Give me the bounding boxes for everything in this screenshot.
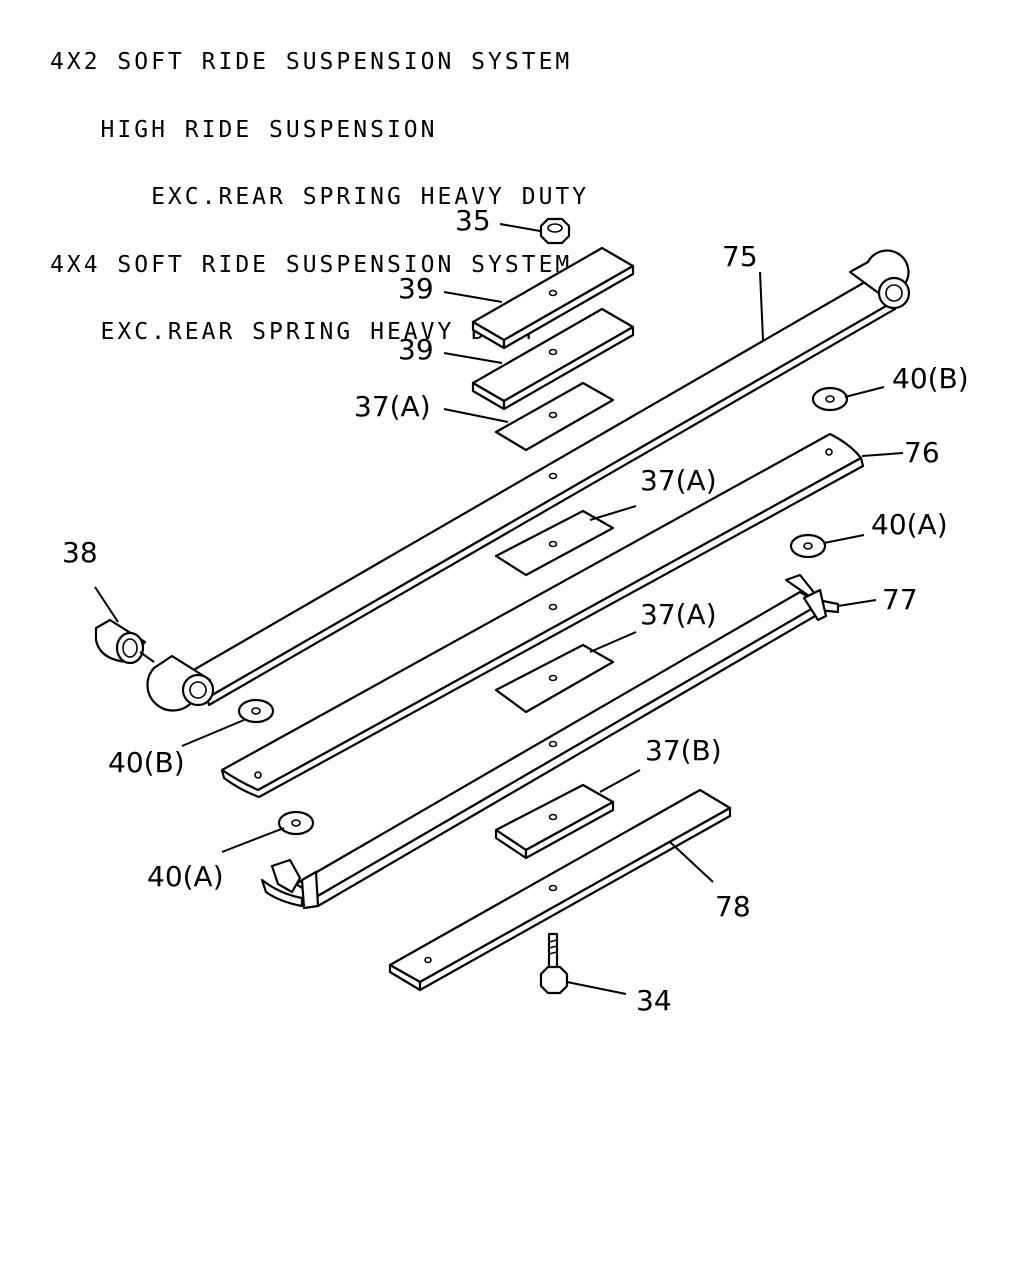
callout-76: 76: [904, 436, 940, 469]
callout-38: 38: [62, 536, 98, 569]
callout-77: 77: [882, 583, 918, 616]
callout-labels: 35 39 39 37(A) 75 40(B) 76 37(A) 40(A) 3…: [62, 204, 969, 1017]
callout-35: 35: [455, 204, 491, 237]
heading-line-3: EXC.REAR SPRING HEAVY DUTY: [50, 184, 590, 210]
part-37a-pad-lower: [494, 643, 615, 714]
leader-lines: [94, 223, 904, 995]
part-78-bottom-leaf: [388, 788, 732, 992]
part-40b-washer-right: [811, 386, 849, 412]
heading-line-4: 4X4 SOFT RIDE SUSPENSION SYSTEM: [50, 251, 573, 278]
callout-39-lower: 39: [398, 333, 434, 366]
callout-75: 75: [722, 240, 758, 273]
part-34-center-bolt: [539, 932, 569, 995]
part-40a-washer-left: [277, 810, 315, 836]
heading-line-2: HIGH RIDE SUSPENSION: [50, 116, 438, 143]
part-40a-washer-right: [789, 533, 827, 559]
diagram-heading: 4X2 SOFT RIDE SUSPENSION SYSTEM HIGH RID…: [50, 6, 589, 389]
part-39-upper-shim: [471, 246, 635, 350]
part-37b-pad: [494, 783, 615, 860]
heading-line-1: 4X2 SOFT RIDE SUSPENSION SYSTEM: [50, 49, 573, 75]
callout-34: 34: [636, 984, 672, 1017]
callout-37a-lower: 37(A): [640, 598, 717, 631]
part-77-third-leaf: [260, 573, 840, 910]
part-76-second-leaf: [220, 432, 865, 799]
part-38-bushing: [94, 618, 147, 665]
part-75-main-leaf: [146, 249, 911, 712]
part-35-nut: [539, 217, 571, 245]
callout-40b-left: 40(B): [108, 746, 185, 779]
callout-78: 78: [715, 890, 751, 923]
callout-37b: 37(B): [645, 734, 722, 767]
part-39-lower-shim: [471, 307, 635, 411]
callout-37a-upper: 37(A): [354, 390, 431, 423]
callout-40a-right: 40(A): [871, 508, 948, 541]
part-40b-washer-left: [237, 698, 275, 724]
part-37a-pad-upper: [494, 381, 615, 452]
callout-39-upper: 39: [398, 272, 434, 305]
part-37a-pad-middle: [494, 509, 615, 577]
callout-40a-left: 40(A): [147, 860, 224, 893]
callout-37a-middle: 37(A): [640, 464, 717, 497]
callout-40b-right: 40(B): [892, 362, 969, 395]
